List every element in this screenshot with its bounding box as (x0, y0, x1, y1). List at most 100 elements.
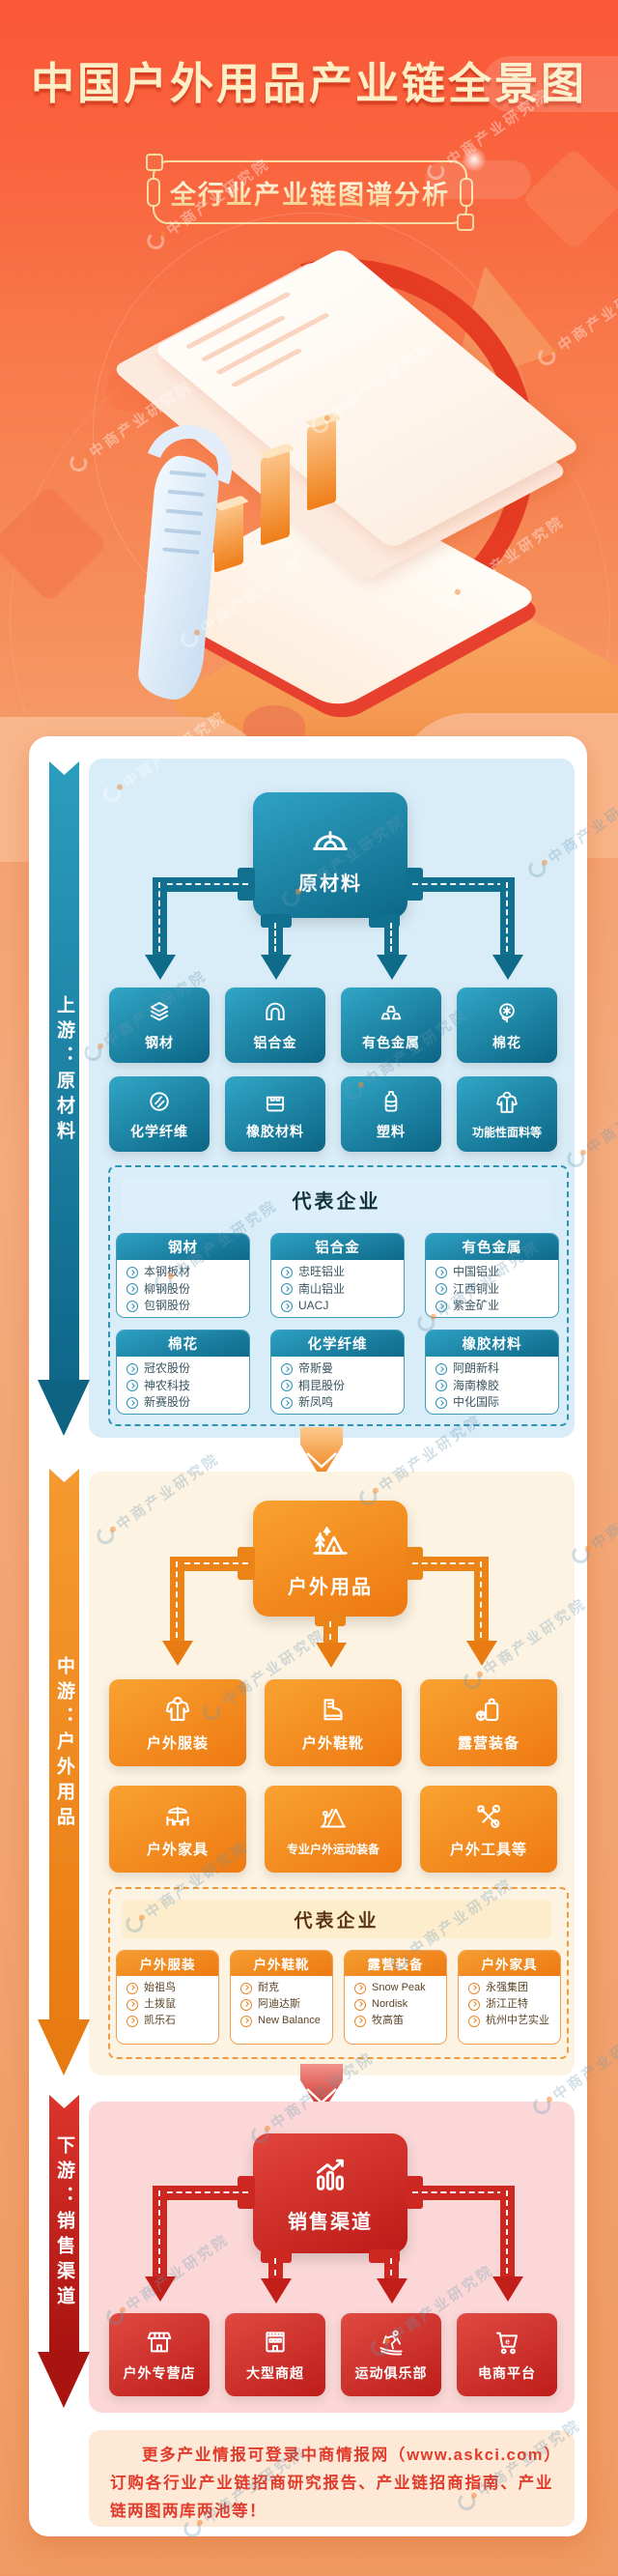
company-card-chemical-fiber: 化学纤维 帝斯曼 桐昆股份 新凤鸣 (270, 1330, 405, 1415)
downstream-ribbon-arrow (38, 2352, 90, 2408)
upstream-rep-title: 代表企业 (122, 1178, 551, 1220)
tile-outdoor-furniture: 户外家具 (109, 1786, 246, 1873)
mall-icon (266, 2332, 285, 2353)
storefront-icon (147, 2332, 172, 2353)
outdoor-tools-icon (477, 1804, 501, 1828)
company-card-steel: 钢材 本钢板材 柳钢股份 包钢股份 (116, 1233, 250, 1318)
tile-outdoor-apparel: 户外服装 (109, 1679, 246, 1766)
tile-aluminum: 铝合金 (225, 987, 325, 1063)
company-item: 紫金矿业 (435, 1298, 550, 1315)
company-card-aluminum: 铝合金 忠旺铝业 南山铝业 UACJ (270, 1233, 405, 1318)
tile-sports-club: 运动俱乐部 (341, 2313, 441, 2396)
midstream-ribbon-arrow (38, 2019, 90, 2075)
company-item: 牧高笛 (354, 2013, 438, 2029)
bullet-icon (281, 1266, 293, 1278)
page-title: 中国户外用品产业链全景图 (30, 59, 587, 108)
company-item: UACJ (281, 1298, 396, 1315)
company-item: Snow Peak (354, 1980, 438, 1996)
metal-ingots-icon (380, 1005, 402, 1020)
watermark-logo-icon (146, 230, 165, 250)
company-item: 海南橡胶 (435, 1378, 550, 1395)
bullet-icon (468, 1998, 480, 2011)
chemical-fiber-icon (150, 1092, 169, 1111)
hiking-boot-icon (323, 1698, 343, 1720)
svg-text:e: e (505, 2336, 510, 2346)
company-item: 阿朗新科 (435, 1360, 550, 1378)
bullet-icon (126, 1283, 138, 1296)
tile-hiking-boots: 户外鞋靴 (265, 1679, 402, 1766)
company-item: 新赛股份 (126, 1394, 241, 1412)
tile-steel: 钢材 (109, 987, 210, 1063)
bullet-icon (126, 2015, 138, 2027)
downstream-ribbon: 下游：销售渠道 (49, 2095, 79, 2352)
bullet-icon (354, 1998, 366, 2011)
steel-layers-icon (150, 1002, 169, 1021)
tile-specialty-store: 户外专营店 (109, 2313, 210, 2396)
tile-rubber: 橡胶材料 (225, 1076, 325, 1152)
company-item: 包钢股份 (126, 1298, 241, 1315)
chart-bar-shape (307, 418, 336, 511)
sales-chart-icon (317, 2159, 344, 2190)
ski-club-icon (379, 2330, 403, 2356)
down-arrow-upstream-to-midstream (300, 1427, 343, 1479)
functional-fabric-icon (496, 1091, 518, 1113)
footer-note: 更多产业情报可登录中商情报网（www.askci.com）订购各行业产业链招商研… (110, 2447, 553, 2520)
company-item: 凯乐石 (126, 2013, 211, 2029)
bullet-icon (354, 2015, 366, 2027)
bullet-icon (281, 1300, 293, 1312)
company-item: 神农科技 (126, 1378, 241, 1395)
company-item: Nordisk (354, 1996, 438, 2013)
company-item: 永强集团 (468, 1980, 552, 1996)
company-card-rubber: 橡胶材料 阿朗新科 海南橡胶 中化国际 (425, 1330, 559, 1415)
tile-outdoor-tools: 户外工具等 (420, 1786, 557, 1873)
bullet-icon (435, 1362, 447, 1375)
bullet-icon (435, 1266, 447, 1278)
page-subtitle: 全行业产业链图谱分析 (170, 174, 450, 212)
company-item: 冠农股份 (126, 1360, 241, 1378)
tile-chemical-fiber: 化学纤维 (109, 1076, 210, 1152)
bullet-icon (281, 1396, 293, 1409)
midstream-node: 户外用品 (253, 1501, 407, 1617)
company-item: 杭州中艺实业 (468, 2013, 552, 2029)
tile-plastic: 塑料 (341, 1076, 441, 1152)
bullet-icon (468, 2015, 480, 2027)
upstream-ribbon: 上游：原材料 (49, 761, 79, 1380)
bullet-icon (281, 1362, 293, 1375)
bullet-icon (281, 1283, 293, 1296)
company-card-cotton: 棉花 冠农股份 神农科技 新赛股份 (116, 1330, 250, 1415)
bullet-icon (435, 1283, 447, 1296)
aluminum-arch-icon (266, 1002, 285, 1020)
tile-ecommerce: e 电商平台 (457, 2313, 557, 2396)
bullet-icon (281, 1380, 293, 1392)
company-card-apparel: 户外服装 始祖鸟 土拨鼠 凯乐石 (116, 1950, 219, 2045)
bullet-icon (126, 1982, 138, 1994)
camping-gear-icon (475, 1698, 499, 1721)
company-card-footwear: 户外鞋靴 耐克 阿迪达斯 New Balance (230, 1950, 333, 2045)
outdoor-sports-icon (320, 1808, 347, 1827)
company-item: 柳钢股份 (126, 1281, 241, 1299)
company-item: 帝斯曼 (281, 1360, 396, 1378)
company-item: 新凤鸣 (281, 1394, 396, 1412)
company-item: New Balance (240, 2013, 324, 2029)
midstream-ribbon: 中游：户外用品 (49, 1469, 79, 2019)
tent-trees-icon (313, 1527, 348, 1555)
company-item: 中国铝业 (435, 1264, 550, 1281)
bullet-icon (126, 1396, 138, 1409)
company-item: 阿迪达斯 (240, 1996, 324, 2013)
tile-camping-gear: 露营装备 (420, 1679, 557, 1766)
tile-pro-sports-gear: 专业户外运动装备 (265, 1786, 402, 1873)
bullet-icon (240, 2015, 252, 2027)
bullet-icon (435, 1380, 447, 1392)
upstream-rep-box (108, 1165, 569, 1426)
company-item: 始祖鸟 (126, 1980, 211, 1996)
midstream-rep-box (108, 1887, 569, 2059)
upstream-ribbon-arrow (38, 1380, 90, 1436)
tile-cotton: 棉花 (457, 987, 557, 1063)
bullet-icon (126, 1362, 138, 1375)
ecommerce-cart-icon: e (496, 2332, 518, 2355)
bullet-icon (126, 1266, 138, 1278)
company-card-camping: 露营装备 Snow Peak Nordisk 牧高笛 (344, 1950, 447, 2045)
bullet-icon (435, 1300, 447, 1312)
upstream-node: 原材料 (253, 792, 407, 918)
outdoor-furniture-icon (166, 1806, 189, 1825)
